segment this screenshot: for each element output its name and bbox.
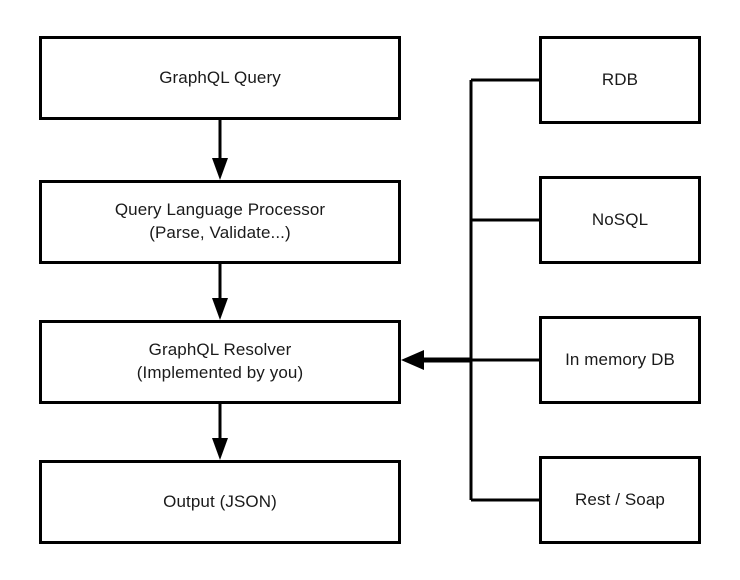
- node-query-language-processor-label: Query Language Processor (Parse, Validat…: [114, 200, 326, 242]
- node-rdb[interactable]: RDB: [539, 36, 701, 124]
- connector-resolver-to-output: [212, 404, 228, 460]
- node-rdb-label: RDB: [601, 69, 639, 89]
- connector-bus-to-resolver: [401, 350, 471, 370]
- node-in-memory-db[interactable]: In memory DB: [539, 316, 701, 404]
- node-rest-soap[interactable]: Rest / Soap: [539, 456, 701, 544]
- node-rest-soap-label: Rest / Soap: [575, 489, 665, 509]
- node-graphql-resolver-label: GraphQL Resolver (Implemented by you): [136, 340, 304, 382]
- node-output-json-label: Output (JSON): [163, 491, 277, 511]
- node-output-json[interactable]: Output (JSON): [39, 460, 401, 544]
- node-graphql-query[interactable]: GraphQL Query: [39, 36, 401, 120]
- connector-processor-to-resolver: [212, 264, 228, 320]
- connector-query-to-processor: [212, 120, 228, 180]
- node-query-language-processor[interactable]: Query Language Processor (Parse, Validat…: [39, 180, 401, 264]
- node-graphql-resolver[interactable]: GraphQL Resolver (Implemented by you): [39, 320, 401, 404]
- node-graphql-query-label: GraphQL Query: [159, 67, 281, 87]
- node-nosql-label: NoSQL: [591, 209, 649, 229]
- node-nosql[interactable]: NoSQL: [539, 176, 701, 264]
- node-in-memory-db-label: In memory DB: [565, 349, 675, 369]
- connector-datasource-bus: [469, 78, 539, 502]
